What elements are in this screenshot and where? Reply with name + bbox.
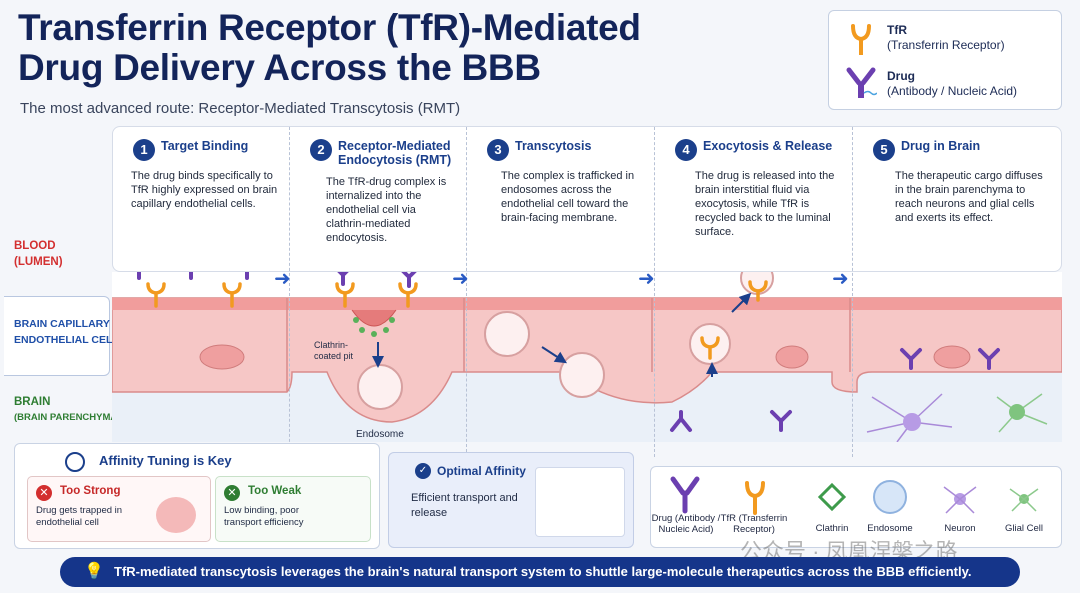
endo-label-line1: BRAIN CAPILLARY — [14, 318, 110, 330]
stage-1-desc: The drug binds specifically to TfR highl… — [131, 170, 278, 210]
legend-drug-name: Drug — [887, 69, 915, 83]
stage-1: 1 Target Binding The drug binds specific… — [113, 127, 289, 273]
legend-clathrin-label: Clathrin — [815, 523, 849, 534]
x-icon: ✕ — [36, 485, 52, 501]
endo-label-line2: ENDOTHELIAL CELL — [14, 334, 119, 346]
legend-icons — [670, 476, 1039, 515]
legend-tfr-label: TfR (Transferrin Receptor) — [720, 513, 788, 535]
drug-icon — [846, 67, 877, 98]
optimal-panel: ✓ Optimal Affinity Efficient transport a… — [388, 452, 634, 548]
stage-2-desc: The TfR-drug complex is internalized int… — [326, 176, 447, 244]
stage-3-title: Transcytosis — [515, 139, 592, 153]
title-line-1: Transferrin Receptor (TfR)-Mediated — [18, 7, 641, 48]
check-icon: ✓ — [415, 463, 431, 479]
bbb-diagram — [112, 272, 1062, 442]
legend-item-drug: Drug(Antibody / Nucleic Acid) — [843, 67, 1058, 107]
stage-2-number: 2 — [310, 139, 332, 161]
footer-banner: 💡 TfR-mediated transcytosis leverages th… — [60, 557, 1020, 587]
stage-4-desc: The drug is released into the brain inte… — [695, 170, 835, 238]
page-subtitle: The most advanced route: Receptor-Mediat… — [20, 100, 461, 117]
legend-endosome-label: Endosome — [867, 523, 913, 534]
legend-drug-label: Drug (Antibody / Nucleic Acid) — [651, 513, 721, 535]
too-weak-card: ✕ Too Weak Low binding, poor transport e… — [215, 476, 371, 542]
optimal-illustration — [535, 467, 625, 537]
affinity-panel: Affinity Tuning is Key ✕ Too Strong Drug… — [14, 443, 380, 549]
stage-3-number: 3 — [487, 139, 509, 161]
legend-drug-desc: (Antibody / Nucleic Acid) — [887, 84, 1018, 98]
optimal-title: Optimal Affinity — [437, 464, 526, 478]
stage-3-desc: The complex is trafficked in endosomes a… — [501, 170, 635, 224]
legend-tfr-name: TfR — [887, 23, 907, 37]
target-icon — [65, 452, 85, 472]
title-line-2: Drug Delivery Across the BBB — [18, 47, 541, 88]
stage-4: 4 Exocytosis & Release The drug is relea… — [655, 127, 852, 273]
brain-label-line1: BRAIN — [14, 396, 51, 408]
stage-5-number: 5 — [873, 139, 895, 161]
stage-5-desc: The therapeutic cargo diffuses in the br… — [895, 170, 1043, 224]
tfr-icon — [851, 24, 871, 55]
arrow-right-icon: ➜ — [274, 268, 291, 290]
arrow-right-icon: ➜ — [638, 268, 655, 290]
legend-tfr-desc: (Transferrin Receptor) — [887, 38, 1005, 52]
legend-glial-label: Glial Cell — [1004, 523, 1043, 534]
stages-panel: 1 Target Binding The drug binds specific… — [112, 126, 1063, 457]
clathrin-pit-label: Clathrin-coated pit — [314, 340, 354, 361]
too-strong-desc: Drug gets trapped in endothelial cell — [36, 505, 123, 528]
stage-4-number: 4 — [675, 139, 697, 161]
endothelial-label-box — [4, 296, 110, 376]
icon-legend: Drug (Antibody / Nucleic Acid) TfR (Tran… — [650, 466, 1062, 548]
too-strong-title: Too Strong — [60, 485, 121, 497]
stage-1-title: Target Binding — [161, 139, 249, 153]
page-title: Transferrin Receptor (TfR)-Mediated Drug… — [18, 8, 641, 88]
stage-2-title: Receptor-Mediated Endocytosis (RMT) — [338, 139, 452, 167]
footer-text: TfR-mediated transcytosis leverages the … — [114, 564, 972, 579]
too-strong-card: ✕ Too Strong Drug gets trapped in endoth… — [27, 476, 211, 542]
stage-2: 2 Receptor-Mediated Endocytosis (RMT) Th… — [290, 127, 466, 273]
arrow-right-icon: ➜ — [452, 268, 469, 290]
stage-3: 3 Transcytosis The complex is trafficked… — [467, 127, 654, 273]
blood-label: BLOOD (LUMEN) — [14, 238, 63, 270]
trapped-cell-icon — [156, 497, 196, 533]
optimal-desc: Efficient transport and release — [411, 492, 518, 519]
brain-label-line2: (BRAIN PARENCHYMA) — [14, 412, 121, 423]
blood-label-line2: (LUMEN) — [14, 256, 63, 268]
brain-label: BRAIN (BRAIN PARENCHYMA) — [14, 394, 120, 426]
x-icon: ✕ — [224, 485, 240, 501]
endothelial-label: BRAIN CAPILLARY ENDOTHELIAL CELL — [14, 316, 119, 348]
legend-item-tfr: TfR(Transferrin Receptor) — [843, 21, 1058, 61]
stage-1-number: 1 — [133, 139, 155, 161]
too-weak-desc: Low binding, poor transport efficiency — [224, 505, 304, 528]
arrow-right-icon: ➜ — [832, 268, 849, 290]
stage-5: 5 Drug in Brain The therapeutic cargo di… — [853, 127, 1063, 273]
lightbulb-icon: 💡 — [84, 563, 104, 580]
blood-label-line1: BLOOD — [14, 240, 56, 252]
stage-4-title: Exocytosis & Release — [703, 139, 833, 153]
endosome-label: Endosome — [356, 429, 404, 440]
too-weak-title: Too Weak — [248, 485, 302, 497]
legend-panel: TfR(Transferrin Receptor) Drug(Antibody … — [828, 10, 1062, 110]
stage-5-title: Drug in Brain — [901, 139, 981, 153]
affinity-title: Affinity Tuning is Key — [99, 453, 232, 468]
legend-neuron-label: Neuron — [944, 523, 976, 534]
